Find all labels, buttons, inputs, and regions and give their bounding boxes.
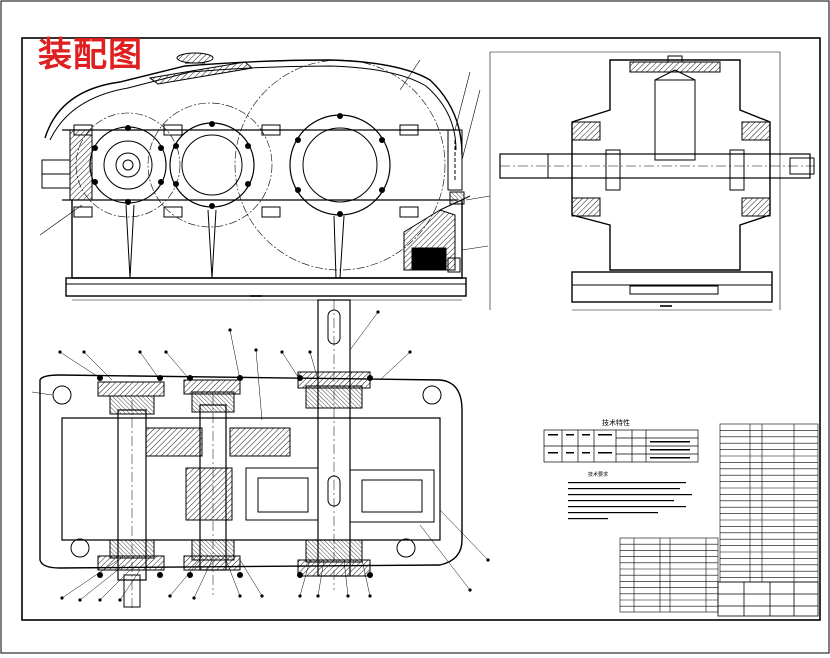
plan-view [31,299,490,608]
technical-characteristics-table: 技术特性 [543,418,699,463]
title-block [717,581,819,617]
notes-heading: 技术要求 [588,471,608,478]
technical-requirements-notes: 技术要求 [568,471,692,520]
parts-list-right [719,423,819,583]
parts-list-bottom [619,537,719,613]
side-view [489,51,815,311]
front-view [39,52,491,301]
drawing-title-stamp: 装配图 [38,35,143,75]
tech-table-heading: 技术特性 [602,418,630,427]
inner-frame [21,37,821,621]
